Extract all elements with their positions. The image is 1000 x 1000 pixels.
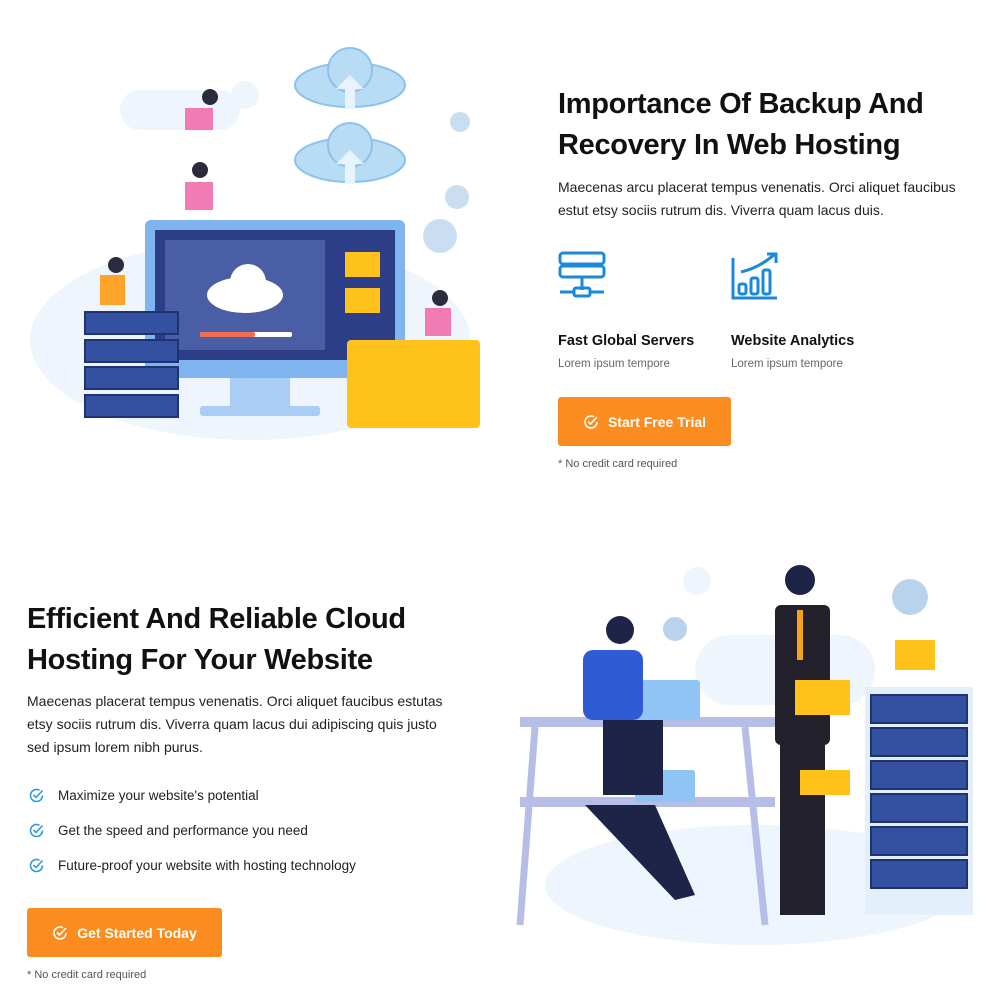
check-circle-icon — [29, 858, 44, 872]
section1-title-line1: Importance Of Backup And — [558, 88, 924, 120]
feature-website-analytics: Website Analytics Lorem ipsum tempore — [731, 250, 854, 370]
analytics-chart-icon — [731, 252, 778, 300]
gear-icon — [423, 112, 470, 253]
check-circle-icon — [584, 414, 598, 429]
section2-paragraph: Maecenas placerat tempus venenatis. Orci… — [27, 693, 443, 755]
section1-title-line2: Recovery In Web Hosting — [558, 129, 901, 161]
section1-paragraph: Maecenas arcu placerat tempus venenatis.… — [558, 179, 956, 218]
cloud-backup-illustration — [30, 47, 480, 440]
gear-icon — [892, 579, 928, 615]
feature-title: Website Analytics — [731, 333, 855, 349]
list-item-text: Maximize your website's potential — [58, 787, 259, 803]
no-credit-card-note: * No credit card required — [558, 458, 678, 470]
check-circle-icon — [53, 925, 68, 940]
list-item-text: Get the speed and performance you need — [58, 822, 308, 838]
feature-title: Fast Global Servers — [558, 333, 695, 349]
folder-icon — [895, 640, 935, 670]
button-label: Start Free Trial — [607, 413, 707, 430]
list-item: Maximize your website's potential — [29, 785, 356, 805]
feature-subtitle: Lorem ipsum tempore — [558, 358, 670, 370]
button-label: Get Started Today — [77, 924, 197, 941]
feature-subtitle: Lorem ipsum tempore — [731, 358, 843, 370]
gear-icon — [663, 617, 687, 641]
server-network-icon — [558, 251, 606, 298]
get-started-today-button[interactable]: Get Started Today — [27, 908, 222, 957]
cloud-upload-icon — [294, 47, 406, 183]
start-free-trial-button[interactable]: Start Free Trial — [558, 397, 731, 446]
list-item: Future-proof your website with hosting t… — [29, 855, 356, 875]
check-circle-icon — [29, 788, 44, 802]
no-credit-card-note: * No credit card required — [27, 969, 147, 981]
list-item: Get the speed and performance you need — [29, 820, 356, 840]
feature-fast-global-servers: Fast Global Servers Lorem ipsum tempore — [558, 250, 694, 370]
check-circle-icon — [29, 823, 44, 837]
section2-title-line2: Hosting For Your Website — [27, 644, 373, 676]
office-workers-illustration — [516, 565, 973, 945]
list-item-text: Future-proof your website with hosting t… — [58, 857, 356, 873]
benefits-list: Maximize your website's potential Get th… — [29, 785, 356, 875]
section2-title-line1: Efficient And Reliable Cloud — [27, 603, 406, 635]
